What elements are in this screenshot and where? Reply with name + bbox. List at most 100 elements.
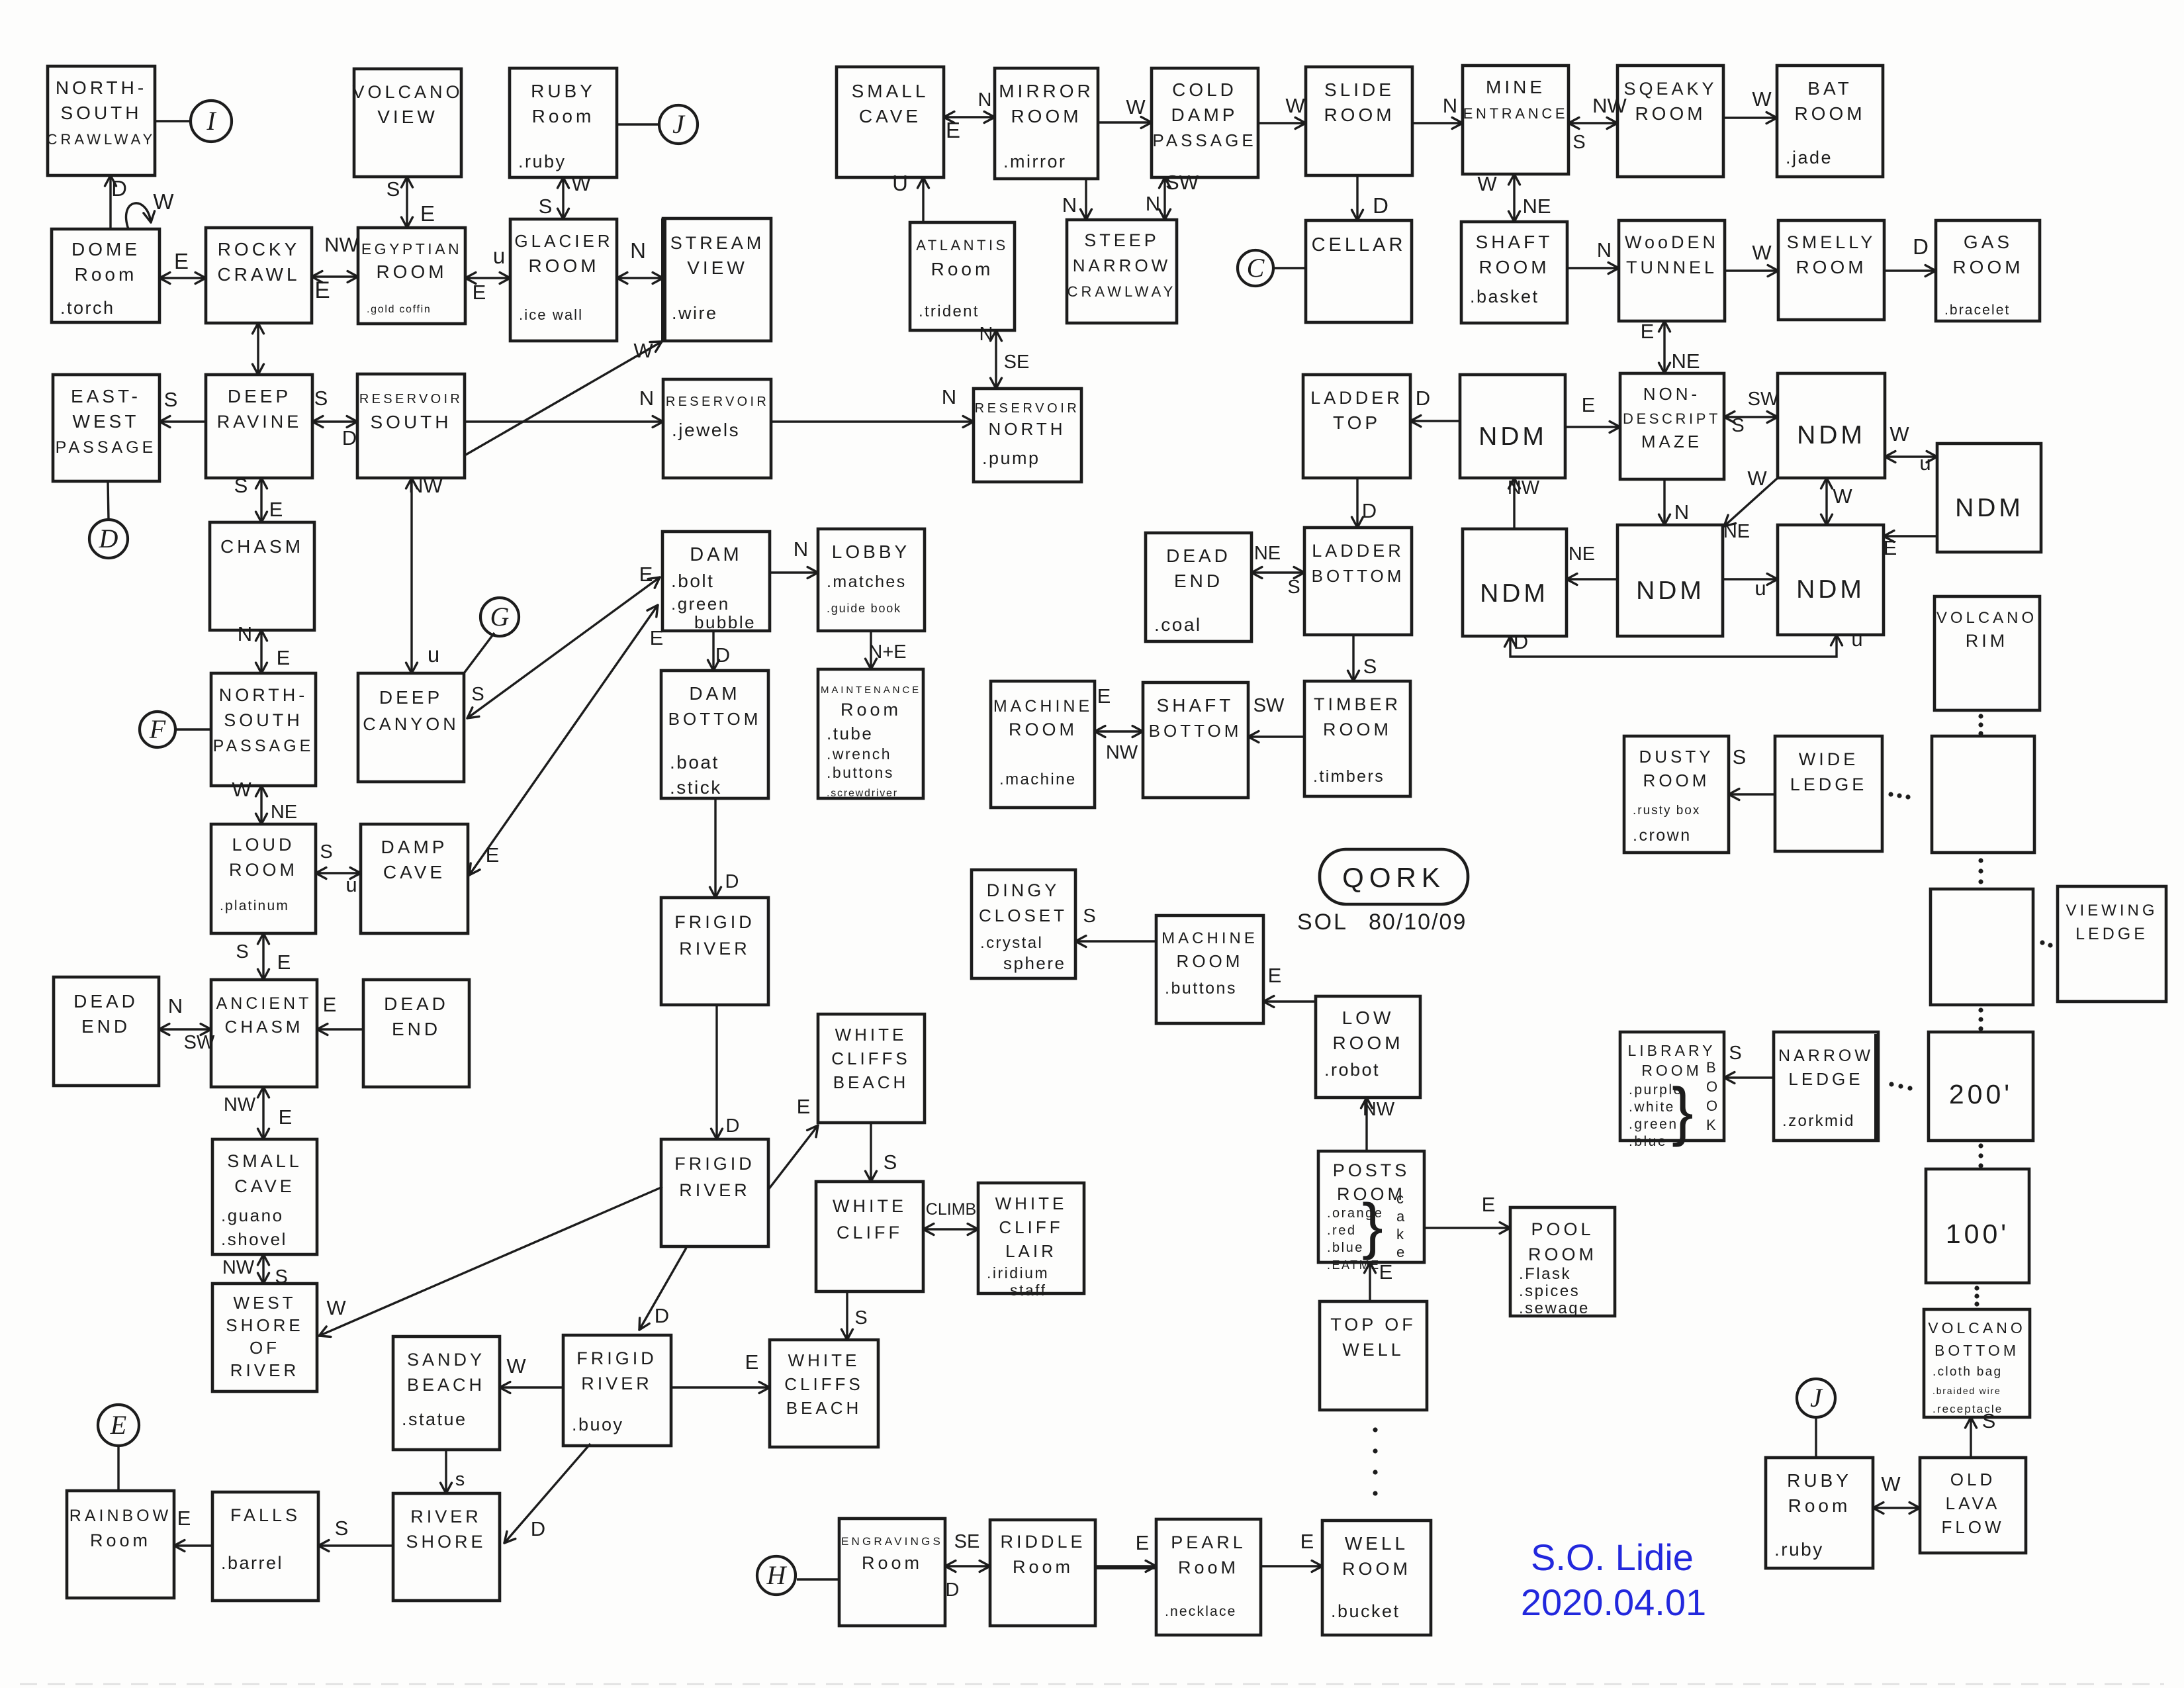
svg-text:WEST: WEST [73, 411, 140, 432]
svg-text:N: N [1062, 193, 1077, 216]
svg-text:MACHINE: MACHINE [993, 697, 1093, 716]
svg-text:NW: NW [1592, 94, 1627, 117]
svg-text:.guano: .guano [221, 1205, 284, 1225]
svg-text:RIVER: RIVER [581, 1374, 653, 1393]
svg-text:BAT: BAT [1807, 78, 1852, 99]
svg-text:ROOM: ROOM [1323, 720, 1392, 739]
svg-text:Room: Room [841, 700, 901, 720]
svg-text:WELL: WELL [1342, 1340, 1404, 1360]
svg-text:S: S [1731, 415, 1744, 436]
svg-text:E: E [1379, 1260, 1393, 1284]
svg-text:PASSAGE: PASSAGE [213, 737, 314, 755]
svg-text:200': 200' [1949, 1079, 2013, 1109]
svg-text:S: S [387, 177, 400, 201]
svg-text:BOTTOM: BOTTOM [1312, 566, 1405, 586]
svg-text:VOLCANO: VOLCANO [352, 82, 463, 102]
svg-text:D: D [726, 1115, 740, 1137]
svg-text:RIVER: RIVER [230, 1360, 299, 1380]
svg-text:BEACH: BEACH [407, 1375, 485, 1395]
svg-text:W: W [1285, 94, 1305, 117]
svg-text:.torch: .torch [60, 298, 115, 318]
svg-text:.blue: .blue [1327, 1241, 1364, 1255]
svg-text:B: B [1706, 1059, 1716, 1076]
svg-text:RIDDLE: RIDDLE [1000, 1532, 1085, 1552]
svg-text:Room: Room [1788, 1495, 1851, 1516]
svg-text:NDM: NDM [1636, 577, 1705, 605]
svg-text:.green: .green [1629, 1117, 1678, 1132]
svg-text:RIVER: RIVER [679, 1180, 751, 1200]
svg-text:RAVINE: RAVINE [217, 412, 302, 432]
svg-text:NARROW: NARROW [1778, 1047, 1874, 1065]
svg-text:END: END [1174, 571, 1223, 591]
svg-text:SQEAKY: SQEAKY [1623, 79, 1717, 99]
svg-text:.barrel: .barrel [221, 1553, 283, 1573]
svg-text:DEEP: DEEP [228, 386, 291, 406]
svg-text:LEDGE: LEDGE [1790, 774, 1868, 794]
svg-text:W: W [633, 339, 653, 362]
svg-text:W: W [1881, 1472, 1901, 1495]
svg-text:TOP: TOP [1333, 412, 1381, 433]
svg-text:CLIFFS: CLIFFS [831, 1049, 911, 1068]
svg-text:LADDER: LADDER [1310, 388, 1403, 408]
svg-text:u: u [1754, 577, 1766, 600]
svg-text:W: W [571, 172, 591, 195]
svg-text:E: E [277, 951, 291, 974]
svg-text:CLIFFS: CLIFFS [784, 1374, 864, 1394]
svg-text:WHITE: WHITE [995, 1194, 1068, 1213]
svg-text:S: S [236, 941, 248, 962]
svg-text:k: k [1396, 1226, 1404, 1243]
svg-text:E: E [1641, 320, 1655, 343]
svg-text:.orange: .orange [1327, 1206, 1383, 1221]
svg-text:STEEP: STEEP [1084, 230, 1160, 250]
svg-text:NDM: NDM [1797, 421, 1866, 449]
svg-text:TUNNEL: TUNNEL [1626, 258, 1717, 277]
svg-text:.bucket: .bucket [1331, 1601, 1400, 1621]
svg-text:WHITE: WHITE [835, 1025, 907, 1045]
svg-text:u: u [1919, 451, 1931, 475]
svg-text:D: D [655, 1304, 669, 1327]
svg-text:E: E [269, 498, 283, 521]
svg-text:sphere: sphere [1003, 953, 1066, 973]
svg-text:MIRROR: MIRROR [999, 81, 1094, 101]
svg-text:NORTH-: NORTH- [219, 685, 308, 705]
svg-text:RAINBOW: RAINBOW [69, 1507, 171, 1525]
svg-text:BOTTOM: BOTTOM [1149, 721, 1242, 741]
svg-text:FRIGID: FRIGID [674, 912, 755, 932]
svg-text:N: N [630, 238, 646, 263]
svg-text:E: E [1300, 1530, 1314, 1553]
svg-text:SMELLY: SMELLY [1787, 232, 1876, 252]
svg-text:W: W [326, 1296, 346, 1319]
svg-text:NDM: NDM [1796, 575, 1865, 604]
svg-text:E: E [110, 1410, 126, 1440]
svg-text:}: } [1362, 1191, 1383, 1261]
svg-text:ROOM: ROOM [1952, 257, 2023, 277]
svg-text:DAMP: DAMP [381, 837, 448, 857]
svg-text:.wrench: .wrench [827, 745, 891, 763]
svg-text:NW: NW [224, 1094, 256, 1115]
svg-text:BEACH: BEACH [833, 1072, 909, 1092]
svg-text:LAIR: LAIR [1005, 1241, 1057, 1261]
svg-text:VIEW: VIEW [687, 258, 748, 278]
svg-text:NDM: NDM [1480, 579, 1549, 608]
svg-text:.platinum: .platinum [220, 898, 289, 914]
svg-text:CANYON: CANYON [363, 714, 459, 734]
svg-text:CAVE: CAVE [859, 106, 921, 126]
svg-text:STREAM: STREAM [670, 233, 765, 253]
svg-text:S: S [854, 1307, 867, 1329]
svg-text:SW: SW [184, 1032, 215, 1053]
svg-text:E: E [486, 843, 500, 867]
svg-text:FRIGID: FRIGID [576, 1348, 657, 1368]
svg-text:.shovel: .shovel [221, 1229, 287, 1249]
svg-text:J: J [672, 109, 686, 139]
svg-text:N: N [794, 538, 808, 561]
svg-text:ANCIENT: ANCIENT [216, 994, 312, 1013]
svg-text:.blue: .blue [1629, 1134, 1667, 1149]
svg-text:K: K [1706, 1117, 1716, 1133]
svg-text:NORTH: NORTH [989, 419, 1066, 439]
svg-text:ROOM: ROOM [1643, 771, 1710, 790]
svg-text:W: W [153, 189, 174, 214]
svg-text:S: S [164, 388, 178, 411]
svg-text:LADDER: LADDER [1312, 541, 1404, 561]
svg-text:S: S [1363, 655, 1377, 678]
svg-text:u: u [345, 873, 357, 896]
